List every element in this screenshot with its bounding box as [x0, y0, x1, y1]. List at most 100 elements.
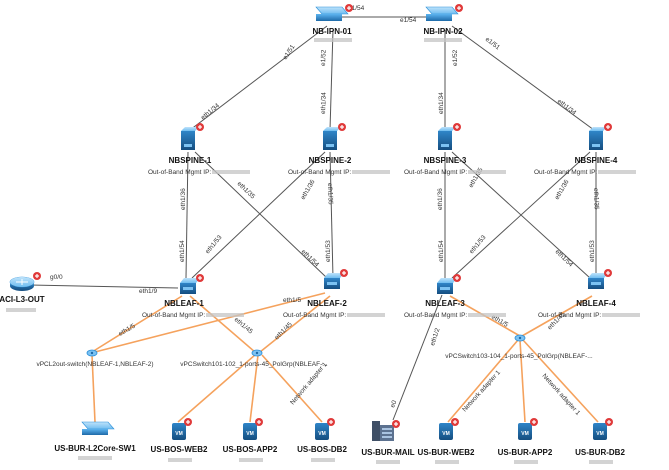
node-nbspine-3[interactable]: NBSPINE-3 Out-of-Band Mgmt IP:: [404, 123, 506, 176]
port-label: eth1/34: [320, 92, 328, 114]
port-label: eth1/53: [325, 240, 332, 262]
vm-icon: VM: [593, 423, 607, 440]
mgmt-ip-redacted: [589, 460, 613, 464]
node-nbspine-2[interactable]: NBSPINE-2 Out-of-Band Mgmt IP:: [288, 123, 390, 176]
link-vpc101-app2[interactable]: [249, 354, 259, 423]
link-leaf1-vpc101[interactable]: [189, 295, 256, 353]
link-vpc101-web2[interactable]: [177, 354, 256, 423]
node-nbleaf-4[interactable]: NBLEAF-4 Out-of-Band Mgmt IP:: [538, 269, 640, 319]
vpc-label: vPCSwitch103-104_1-ports-45_PolGrp(NBLEA…: [445, 353, 593, 360]
node-us-bur-app2[interactable]: VM US-BUR-APP2: [498, 418, 553, 464]
node-nb-ipn-02[interactable]: NB-IPN-02: [423, 4, 463, 42]
mgmt-ip-redacted: [314, 38, 352, 42]
alert-badge-icon: [453, 123, 461, 131]
svg-text:VM: VM: [175, 431, 183, 437]
link-ipn1-spine1[interactable]: [189, 25, 328, 131]
vm-icon: VM: [172, 423, 186, 440]
alert-badge-icon: [196, 123, 204, 131]
node-us-bos-web2[interactable]: VM US-BOS-WEB2: [151, 418, 208, 462]
leaf-switch-icon: [588, 273, 608, 289]
port-label: e0: [389, 399, 398, 409]
alert-badge-icon: [338, 123, 346, 131]
alert-badge-icon: [392, 420, 400, 428]
node-name: NBSPINE-2: [309, 156, 352, 165]
vpc-vpcl2out[interactable]: vPCL2out-switch(NBLEAF-1,NBLEAF-2): [36, 349, 154, 368]
alert-badge-icon: [340, 269, 348, 277]
link-vpc103-burapp2[interactable]: [519, 339, 526, 423]
link-vpc101-db2[interactable]: [261, 354, 323, 423]
node-us-bur-l2core-sw1[interactable]: US-BUR-L2Core-SW1: [54, 421, 136, 460]
port-label: g0/0: [50, 274, 63, 281]
alert-badge-icon: [453, 274, 461, 282]
port-label: eth1/35: [468, 166, 485, 189]
link-leaf4-vpc103[interactable]: [521, 295, 593, 337]
mgmt-ip-redacted: [376, 460, 400, 464]
node-nbleaf-2[interactable]: NBLEAF-2 Out-of-Band Mgmt IP:: [283, 269, 385, 319]
link-spine1-leaf1[interactable]: [185, 151, 189, 279]
link-spine2-leaf2[interactable]: [329, 151, 334, 279]
port-label: eth1/35: [326, 183, 334, 205]
port-label: eth1/53: [468, 234, 488, 255]
link-mail-leaf3[interactable]: [392, 294, 443, 421]
vm-icon: VM: [439, 423, 453, 440]
mgmt-ip-label: Out-of-Band Mgmt IP:: [142, 312, 205, 319]
link-ipn1-spine2[interactable]: [329, 29, 334, 131]
alert-badge-icon: [605, 418, 613, 426]
node-nbspine-1[interactable]: NBSPINE-1 Out-of-Band Mgmt IP:: [148, 123, 250, 176]
mgmt-ip-redacted: [598, 170, 636, 174]
link-vpc103-burweb2[interactable]: [447, 339, 519, 423]
node-us-bur-mail[interactable]: US-BUR-MAIL: [361, 420, 415, 464]
port-label: Network adapter 1: [541, 373, 582, 417]
port-label: eth1/54: [554, 248, 575, 268]
port-label: e1/52: [452, 49, 459, 66]
node-name: US-BOS-APP2: [223, 445, 278, 454]
link-ipn2-spine4[interactable]: [451, 25, 595, 131]
alert-badge-icon: [604, 123, 612, 131]
alert-badge-icon: [33, 272, 41, 280]
node-us-bur-db2[interactable]: VM US-BUR-DB2: [575, 418, 625, 464]
vpc-hub-icon: [86, 349, 98, 357]
port-label: eth1/34: [438, 92, 445, 114]
node-name: US-BUR-L2Core-SW1: [54, 444, 136, 453]
mgmt-ip-redacted: [602, 313, 640, 317]
svg-text:VM: VM: [442, 431, 450, 437]
node-aci-l3-out[interactable]: ACI-L3-OUT: [0, 272, 45, 312]
node-us-bur-web2[interactable]: VM US-BUR-WEB2: [418, 418, 475, 464]
port-label: eth1/36: [437, 188, 444, 210]
node-nbleaf-3[interactable]: NBLEAF-3 Out-of-Band Mgmt IP:: [404, 274, 506, 319]
node-us-bos-db2[interactable]: VM US-BOS-DB2: [297, 418, 347, 462]
leaf-switch-icon: [437, 278, 457, 294]
vm-icon: VM: [243, 423, 257, 440]
port-label: eth1/45: [233, 316, 254, 336]
alert-badge-icon: [530, 418, 538, 426]
mgmt-ip-redacted: [352, 170, 390, 174]
link-l3out-leaf1[interactable]: [29, 284, 179, 289]
link-spine2-leaf1[interactable]: [191, 151, 326, 279]
switch-icon: [425, 6, 459, 21]
alert-badge-icon: [255, 418, 263, 426]
node-us-bos-app2[interactable]: VM US-BOS-APP2: [223, 418, 278, 462]
node-name: NB-IPN-01: [312, 27, 352, 36]
node-nbleaf-1[interactable]: NBLEAF-1 Out-of-Band Mgmt IP:: [142, 274, 244, 319]
leaf-switch-icon: [180, 278, 200, 294]
node-nbspine-4[interactable]: NBSPINE-4 Out-of-Band Mgmt IP:: [534, 123, 636, 176]
mgmt-ip-redacted: [206, 313, 244, 317]
port-label: Network adapter 1: [461, 369, 502, 413]
link-leaf2-vpcl2out[interactable]: [94, 292, 326, 353]
mgmt-ip-label: Out-of-Band Mgmt IP:: [404, 312, 467, 319]
vpc-hub-icon: [514, 334, 526, 342]
vpc-101-102[interactable]: vPCSwitch101-102_1-ports-45_PolGrp(NBLEA…: [180, 349, 328, 368]
spine-switch-icon: [589, 127, 607, 150]
node-name: US-BOS-DB2: [297, 445, 347, 454]
vpc-103-104[interactable]: vPCSwitch103-104_1-ports-45_PolGrp(NBLEA…: [445, 334, 593, 360]
spine-switch-icon: [438, 127, 456, 150]
link-leaf2-vpc101[interactable]: [259, 295, 331, 353]
node-nb-ipn-01[interactable]: NB-IPN-01: [312, 4, 353, 42]
link-vpcl2out-l2core[interactable]: [91, 354, 96, 423]
link-leaf1-vpcl2out[interactable]: [91, 295, 183, 353]
link-spine4-leaf3[interactable]: [451, 151, 591, 279]
link-vpc103-burdb2[interactable]: [522, 339, 599, 423]
port-label: eth1/36: [300, 178, 317, 201]
leaf-switch-icon: [324, 273, 344, 289]
